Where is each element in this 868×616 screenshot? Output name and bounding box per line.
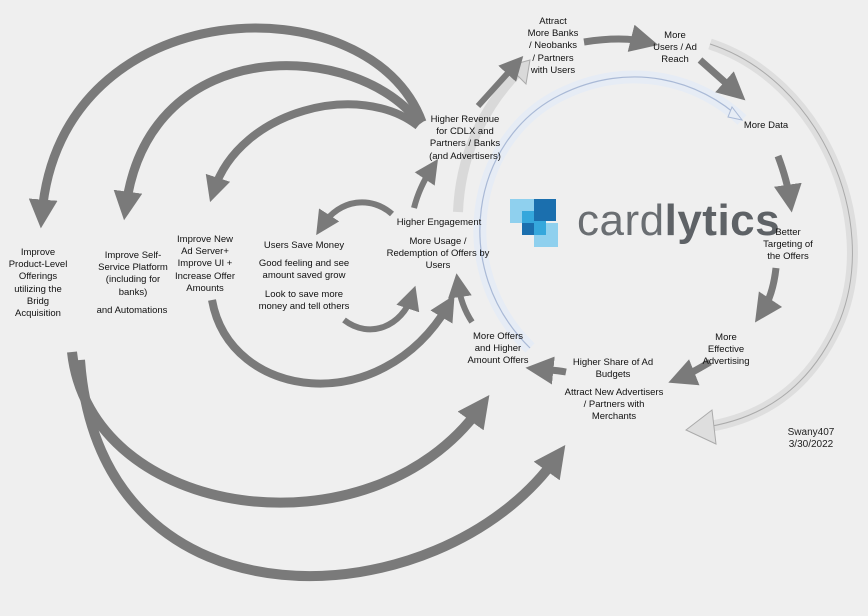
arrow-attract-to-users: [583, 24, 659, 52]
wordmark-lytics: lytics: [664, 196, 781, 245]
label-more-users-reach: More Users / Ad Reach: [653, 30, 697, 66]
label-more-effective-advertising: More Effective Advertising: [702, 332, 750, 368]
label-attract-advertisers: Attract New Advertisers / Partners with …: [564, 387, 664, 423]
arrow-ad-server-to-usage: [208, 295, 455, 388]
arrow-revenue-to-product: [28, 23, 427, 229]
label-improve-ad-server: Improve New Ad Server+ Improve UI + Incr…: [174, 234, 236, 294]
arrow-engagement-to-revenue: [411, 159, 438, 209]
label-higher-engagement: Higher Engagement: [396, 217, 482, 228]
signature-date: 3/30/2022: [788, 439, 834, 450]
cardlytics-wordmark: cardlytics: [577, 196, 780, 246]
label-look-to-save: Look to save more money and tell others: [258, 289, 350, 313]
blue-ring-arrow: [727, 105, 744, 121]
arrow-data-to-targeting: [773, 154, 802, 213]
cardlytics-logo-mark: [510, 199, 558, 247]
arrow-revenue-to-attract: [475, 55, 524, 109]
arrow-targeting-to-advertising: [755, 267, 783, 323]
outer-gray-ring-arrow: [685, 409, 717, 445]
label-more-usage: More Usage / Redemption of Offers by Use…: [386, 236, 490, 272]
label-better-targeting: Better Targeting of the Offers: [763, 227, 813, 263]
arrow-offers-to-usage: [447, 273, 475, 324]
arrow-revenue-to-self-service: [113, 61, 424, 221]
arrow-advertising-to-share: [668, 358, 712, 386]
inner-blue-ring-outline: [479, 76, 743, 349]
label-more-data: More Data: [743, 120, 789, 131]
label-good-feeling: Good feeling and see amount saved grow: [258, 258, 350, 282]
label-attract-banks: Attract More Banks / Neobanks / Partners…: [527, 16, 579, 76]
arrow-revenue-to-ad-server: [205, 100, 421, 203]
arrow-users-to-data: [697, 57, 746, 101]
arrow-self-service-to-offers: [67, 351, 490, 508]
arrow-loop-bottom: [342, 285, 420, 333]
light-gray-arc: [453, 66, 524, 213]
label-higher-share: Higher Share of Ad Budgets: [572, 357, 654, 381]
wordmark-card: card: [577, 196, 665, 245]
signature-author: Swany407: [787, 427, 835, 438]
outer-gray-ring-outline: [699, 43, 853, 429]
label-users-save-money: Users Save Money: [263, 240, 345, 251]
arrow-product-to-offers: [75, 359, 566, 582]
label-improve-self-service: Improve Self- Service Platform (includin…: [98, 250, 168, 298]
arrow-share-to-offers: [525, 356, 567, 385]
label-higher-revenue: Higher Revenue for CDLX and Partners / B…: [429, 114, 501, 162]
arrow-loop-top: [316, 199, 395, 236]
label-automations: and Automations: [96, 305, 168, 316]
label-improve-product: Improve Product-Level Offerings utilizin…: [8, 247, 68, 320]
label-more-offers: More Offers and Higher Amount Offers: [467, 331, 529, 367]
